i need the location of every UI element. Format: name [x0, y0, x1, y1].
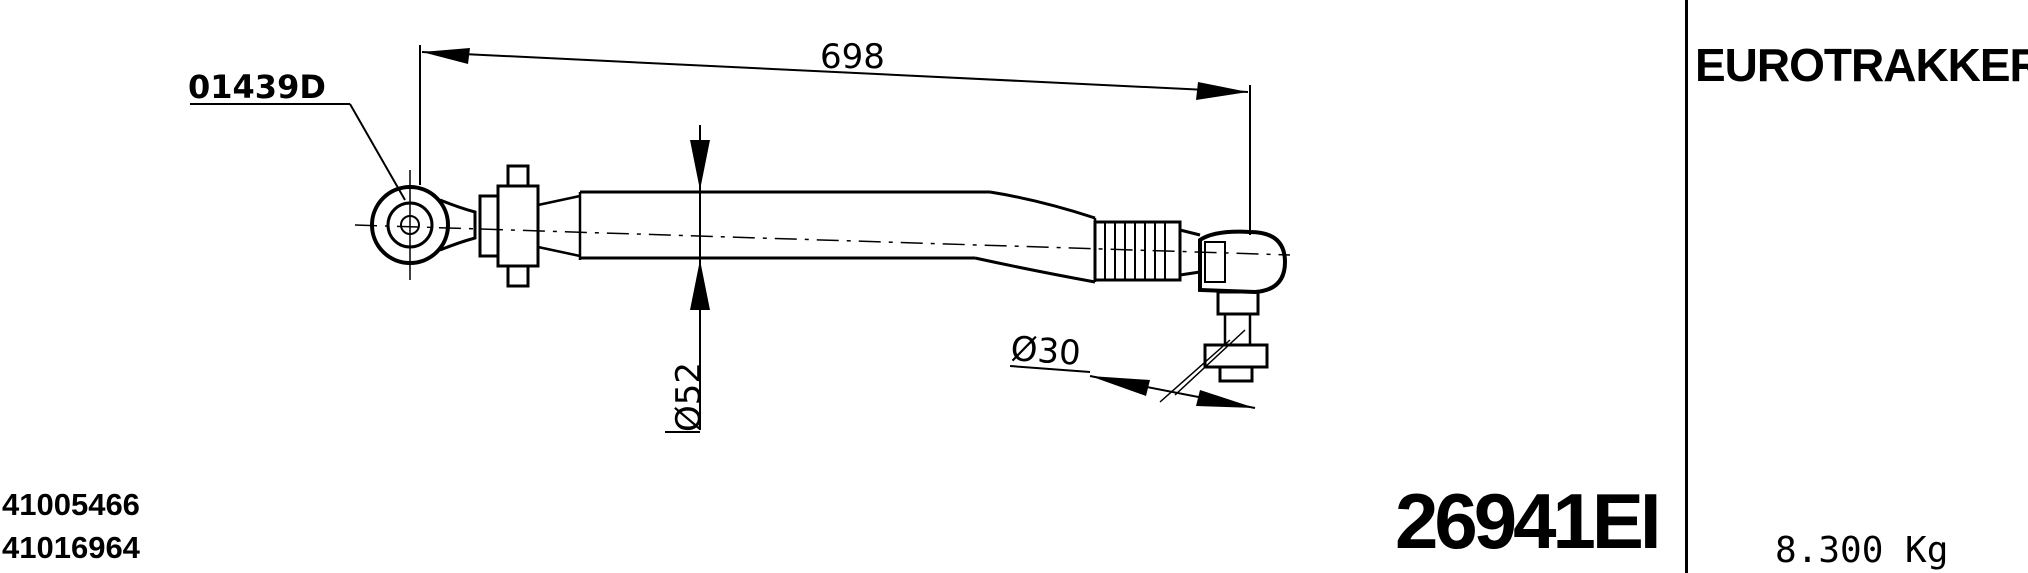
oem-number: 41016964 — [2, 530, 140, 565]
oem-number: 41005466 — [2, 487, 140, 522]
tube-diameter-dimension — [665, 125, 710, 433]
weight-label: 8.300 Kg — [1775, 530, 1949, 571]
brand-label: EUROTRAKKER — [1695, 39, 2028, 91]
main-tube — [580, 190, 1097, 284]
length-dim-label: 698 — [820, 37, 885, 77]
part-number: 26941EI — [1395, 477, 1662, 565]
end-diameter-dimension — [1009, 329, 1256, 409]
right-ball-joint — [1198, 229, 1288, 383]
tube-diameter-label: Ø52 — [669, 362, 709, 432]
ref-code-label: 01439D — [188, 68, 326, 106]
end-diameter-label: Ø30 — [1009, 329, 1082, 374]
left-clamp — [478, 164, 582, 288]
title-block-divider — [1685, 0, 1688, 573]
ref-code-leader — [190, 103, 406, 201]
tie-rod-technical-drawing: 01439D 698 Ø52 Ø30 — [188, 37, 1291, 433]
left-ball-joint — [370, 185, 477, 265]
length-dimension — [419, 45, 1251, 235]
